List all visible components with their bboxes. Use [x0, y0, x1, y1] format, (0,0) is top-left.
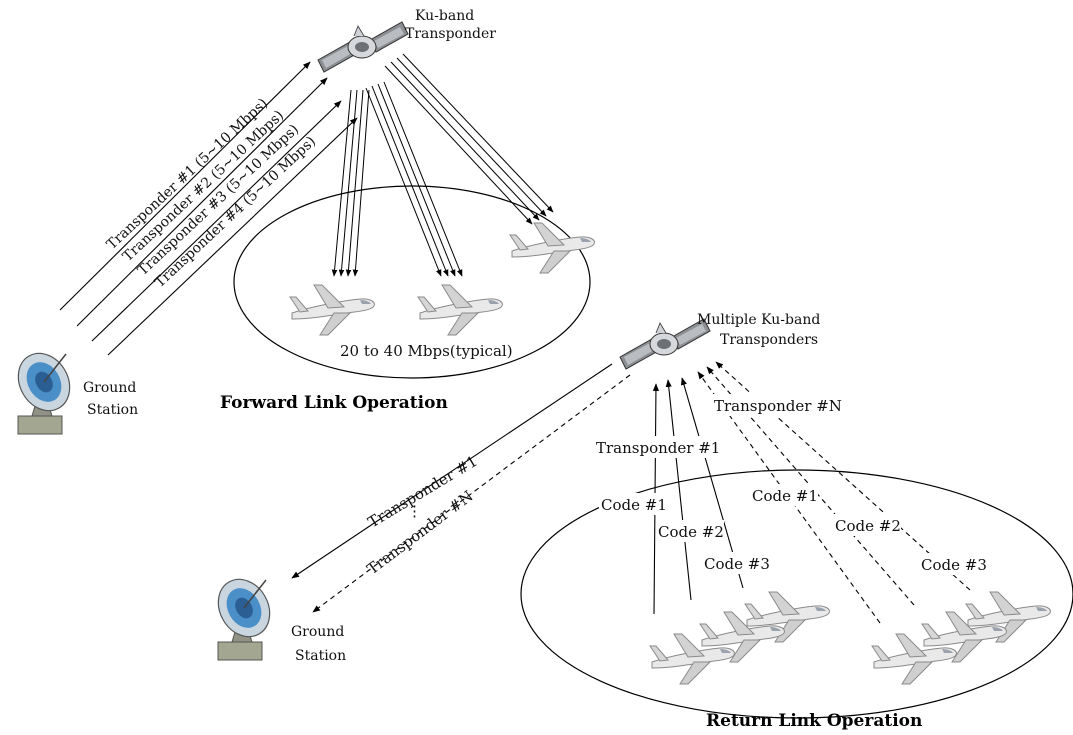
code-label: Code #3 [704, 555, 770, 573]
code-label: Code #2 [835, 517, 901, 535]
return-ground-station-icon [207, 569, 281, 661]
forward-aircraft-icon [417, 284, 503, 336]
return-link-section: Multiple Ku-band Transponders Transponde… [207, 312, 1073, 731]
return-transponderN-label: Transponder #N [714, 397, 842, 415]
return-ellipsis-dots: ⋮ [407, 502, 422, 520]
code-label: Code #2 [658, 523, 724, 541]
return-coverage-ellipse [520, 469, 1073, 719]
forward-link-title: Forward Link Operation [220, 393, 448, 413]
return-transponder1-label: Transponder #1 [596, 439, 720, 457]
forward-uplink-arrows [59, 61, 358, 356]
code-label: Code #3 [921, 556, 987, 574]
code-label: Code #1 [752, 487, 818, 505]
return-code-labels-group1: Code #1 Code #2 Code #3 [599, 493, 770, 574]
label-backing [712, 394, 838, 416]
return-code-labels-group2: Code #1 Code #2 Code #3 [750, 484, 987, 575]
return-satellite-label: Multiple Ku-band Transponders [697, 312, 825, 348]
forward-satellite-label: Ku-band Transponder [405, 8, 496, 42]
forward-coverage-rate: 20 to 40 Mbps(typical) [340, 342, 513, 360]
forward-aircraft-icon [509, 222, 595, 274]
return-link-title: Return Link Operation [706, 711, 922, 731]
return-ground-station-label: Ground Station [291, 624, 349, 664]
forward-aircraft-icon [289, 284, 375, 336]
return-downlink-arrows [291, 363, 631, 613]
forward-satellite-icon [317, 21, 409, 73]
forward-ground-station-icon [7, 343, 81, 435]
forward-downlink-beams [331, 53, 554, 277]
code-label: Code #1 [601, 496, 667, 514]
forward-link-section: Ku-band Transponder Transponder #1 (5~10… [7, 8, 595, 435]
forward-ground-station-label: Ground Station [83, 380, 141, 418]
label-backing [594, 436, 720, 458]
